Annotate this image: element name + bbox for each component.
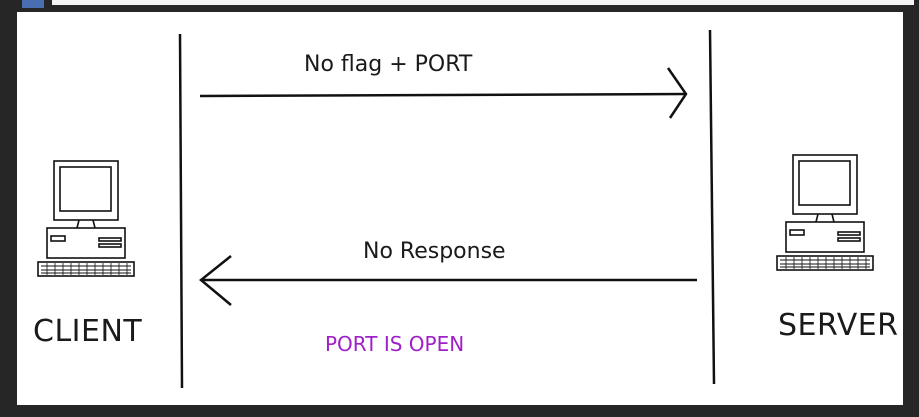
request-message-label: No flag + PORT xyxy=(304,52,473,77)
top-bar-tab-marker xyxy=(22,0,44,8)
diagram-panel: No flag + PORT No Response CLIENT SERVER… xyxy=(17,12,903,405)
server-computer-icon xyxy=(776,154,874,271)
server-label: SERVER xyxy=(778,308,899,343)
top-bar-strip xyxy=(52,0,914,5)
client-computer-icon xyxy=(37,160,135,277)
port-status-label: PORT IS OPEN xyxy=(325,332,465,356)
server-lifeline xyxy=(708,29,716,385)
response-message-label: No Response xyxy=(363,239,506,264)
top-bar xyxy=(0,0,919,8)
response-arrow xyxy=(199,255,697,306)
sequence-diagram xyxy=(37,29,874,389)
client-lifeline xyxy=(178,33,184,389)
request-arrow xyxy=(199,67,688,119)
client-label: CLIENT xyxy=(33,314,143,349)
